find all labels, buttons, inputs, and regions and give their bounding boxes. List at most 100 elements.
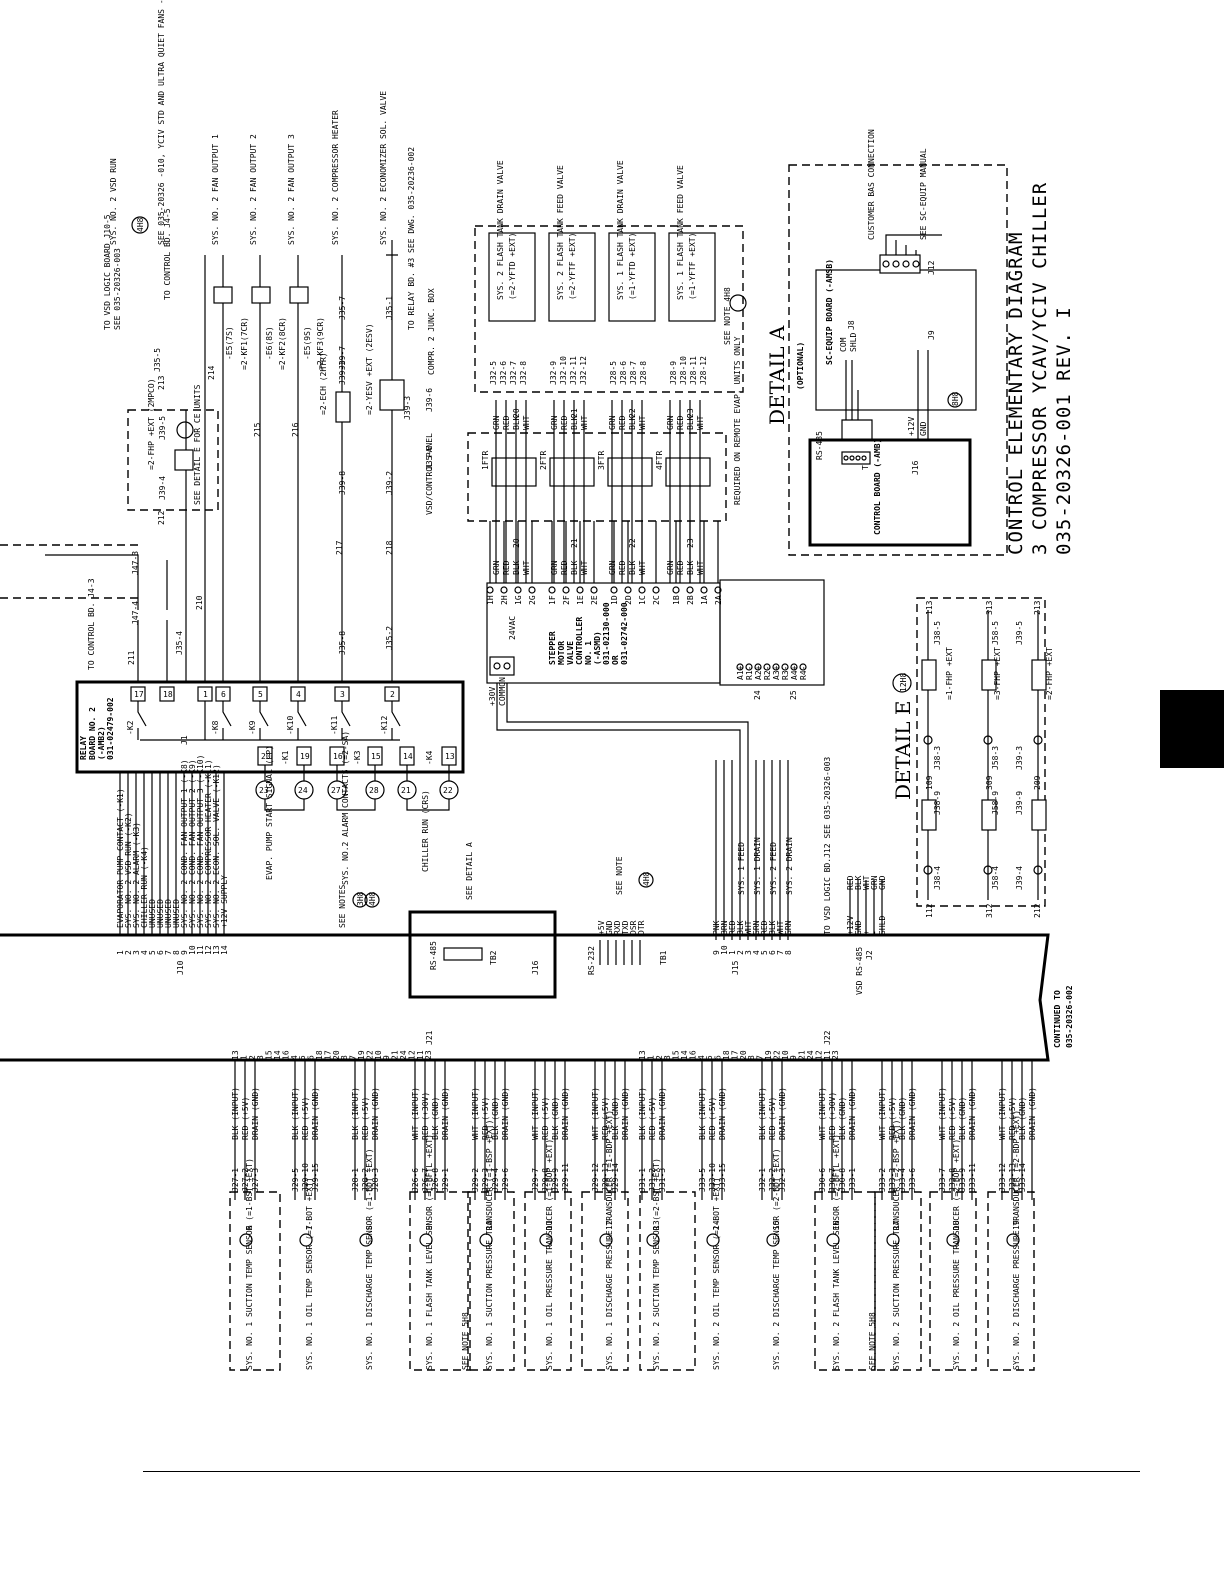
sensor-number: 11 <box>545 1220 554 1230</box>
ferrite-label: 2FTR <box>539 451 548 470</box>
svg-text:RS-232: RS-232 <box>587 946 596 975</box>
svg-text:SEE DETAIL E FOR CE UNITS: SEE DETAIL E FOR CE UNITS <box>193 384 202 505</box>
sensor-name: SYS. NO. 2 SUCTION PRESSURE TRANSDUCER (… <box>892 1120 901 1370</box>
detail-e-ref-circle <box>892 673 912 693</box>
relay-board-label-4: 031-02479-002 <box>106 697 115 760</box>
valve-connector: J28-8 <box>639 361 648 385</box>
svg-text:TB1: TB1 <box>659 950 668 965</box>
connector-label: J35-6 <box>425 446 434 470</box>
svg-text:J2: J2 <box>865 950 874 960</box>
detail-e-j38-4: J38-4 <box>933 866 942 890</box>
valve-box <box>548 232 596 322</box>
j10-pin: 1 <box>116 950 125 955</box>
sensor-symbol <box>946 1233 960 1247</box>
see-notes-block: SEE NOTES 3H8 4H8 SEE DETAIL A SEE NOTE … <box>338 842 654 928</box>
sensor-pin: 24 <box>806 1050 815 1060</box>
sensor-number: 10 <box>485 1220 494 1230</box>
svg-text:-K1: -K1 <box>281 750 290 765</box>
svg-text:J15: J15 <box>731 960 740 975</box>
connector-label: J39-2 <box>385 471 394 495</box>
connector-label: J35-7 <box>338 296 347 320</box>
svg-text:28: 28 <box>369 786 379 795</box>
svg-text:SEE NOTES: SEE NOTES <box>338 884 347 928</box>
svg-text:SYS. NO. 2 COMPRESSOR HEATER: SYS. NO. 2 COMPRESSOR HEATER <box>331 110 340 245</box>
j10-wire-label: SYS. NO. 2 COND. FAN OUTPUT 1 (-K8) <box>180 759 189 928</box>
valve-code: (=2-YFTD +EXT) <box>508 233 517 300</box>
ferrite-ref-top: 21 <box>570 408 579 418</box>
sensor-pin: 6 <box>307 1055 316 1060</box>
j10-pin: 6 <box>156 950 165 955</box>
ferrite-frame <box>467 432 727 522</box>
sensor-symbol <box>826 1233 840 1247</box>
detail-e-fhp3: =3-FHP +EXT <box>993 647 1002 700</box>
stepper-pin: 2G <box>528 595 537 605</box>
j10-pin: 11 <box>196 945 205 955</box>
detail-e-j39-3: J39-3 <box>1015 746 1024 770</box>
j15-pin: 5 <box>760 950 769 955</box>
relay-board-label-1: RELAY <box>79 736 88 760</box>
svg-text:RS-485: RS-485 <box>429 941 438 970</box>
svg-text:SYS. 1 DRAIN: SYS. 1 DRAIN <box>753 837 762 895</box>
svg-text:22: 22 <box>443 786 453 795</box>
valve-name: SYS. 2 FLASH TANK DRAIN VALVE <box>496 160 505 300</box>
ferrite-core <box>549 457 595 487</box>
svg-text:6: 6 <box>221 690 226 699</box>
stepper-terminal <box>500 586 508 594</box>
ferrite-ref-bottom: 20 <box>512 538 521 548</box>
svg-text:-K2: -K2 <box>126 720 135 735</box>
detail-e-j58-5: J58-5 <box>991 621 1000 645</box>
stepper-pin: 1H <box>486 595 495 605</box>
sensor-boxes <box>229 1191 1035 1371</box>
valve-connector: J28-10 <box>679 356 688 385</box>
title-line-1: CONTROL ELEMENTARY DIAGRAM <box>1005 232 1027 555</box>
stepper-terminal <box>514 586 522 594</box>
valve-connector: J28-12 <box>699 356 708 385</box>
svg-text:13: 13 <box>445 752 455 761</box>
valve-see-note: SEE NOTE 4H8 <box>723 287 732 345</box>
relay-contacts: -K2 -K8 -K9 -K10 -K11 -K12 <box>126 701 401 741</box>
detail-e-w209: 209 <box>1033 775 1042 790</box>
svg-text:VSD RS-485: VSD RS-485 <box>855 947 864 995</box>
valve-connector: J32-6 <box>499 361 508 385</box>
ferrite-ref-top: 23 <box>686 408 695 418</box>
sensor-name: SYS. NO. 2 FLASH TANK LEVEL SENSOR (=2-B… <box>832 1134 841 1370</box>
detail-a-see-manual: SEE SC-EQUIP MANUAL <box>919 148 928 240</box>
stepper-terminal <box>562 586 570 594</box>
sensor-number: 18 <box>952 1220 961 1230</box>
main-bus-outline <box>0 933 1050 1062</box>
sensor-pin: 1 <box>646 1055 655 1060</box>
stepper-output-pin: R4- <box>799 666 808 680</box>
sensor-symbol <box>706 1233 720 1247</box>
sensor-pin: 21 <box>391 1050 400 1060</box>
sensor-symbol <box>419 1233 433 1247</box>
j15-pin: 10 <box>720 945 729 955</box>
j15-pin: 3 <box>744 950 753 955</box>
valve-box <box>488 232 536 322</box>
ferrite-label: 1FTR <box>481 451 490 470</box>
valve-connector: J28-9 <box>669 361 678 385</box>
relay-board-label-2: BOARD NO. 2 <box>88 707 97 760</box>
sensor-name: SYS. NO. 1 DISCHARGE PRESSURE TRANSDUCER… <box>605 1110 614 1370</box>
detail-e-j39-4: J39-4 <box>1015 866 1024 890</box>
valve-connector: J28-11 <box>689 356 698 385</box>
svg-text:J16: J16 <box>531 960 540 975</box>
svg-text:CHILLER RUN (CRS): CHILLER RUN (CRS) <box>421 790 430 872</box>
ferrite-ref-bottom: 23 <box>686 538 695 548</box>
stepper-terminal <box>548 586 556 594</box>
svg-text:NO. 1: NO. 1 <box>584 641 593 665</box>
ferrite-core <box>665 457 711 487</box>
svg-text:4H8: 4H8 <box>368 891 377 906</box>
stepper-output-pin: A4+ <box>790 665 799 680</box>
stepper-pin: 1F <box>548 595 557 605</box>
svg-text:16: 16 <box>333 752 343 761</box>
j10-wire-label: CHILLER RUN (-K4) <box>140 846 149 928</box>
sensor-pin: 6 <box>714 1055 723 1060</box>
detail-e-rows <box>921 610 1047 900</box>
sensor-pin: 17 <box>730 1050 739 1060</box>
svg-text:-K11: -K11 <box>330 716 339 735</box>
svg-text:SYS. NO.2 ALARM CONTACTS (=2-S: SYS. NO.2 ALARM CONTACTS (=2-SA) <box>341 731 350 885</box>
svg-text:=2-KF3(9CR): =2-KF3(9CR) <box>316 317 325 370</box>
stepper-output-pin: A2+ <box>754 665 763 680</box>
j10-pin: 14 <box>220 945 229 955</box>
detail-a-optional: (OPTIONAL) <box>796 342 805 390</box>
